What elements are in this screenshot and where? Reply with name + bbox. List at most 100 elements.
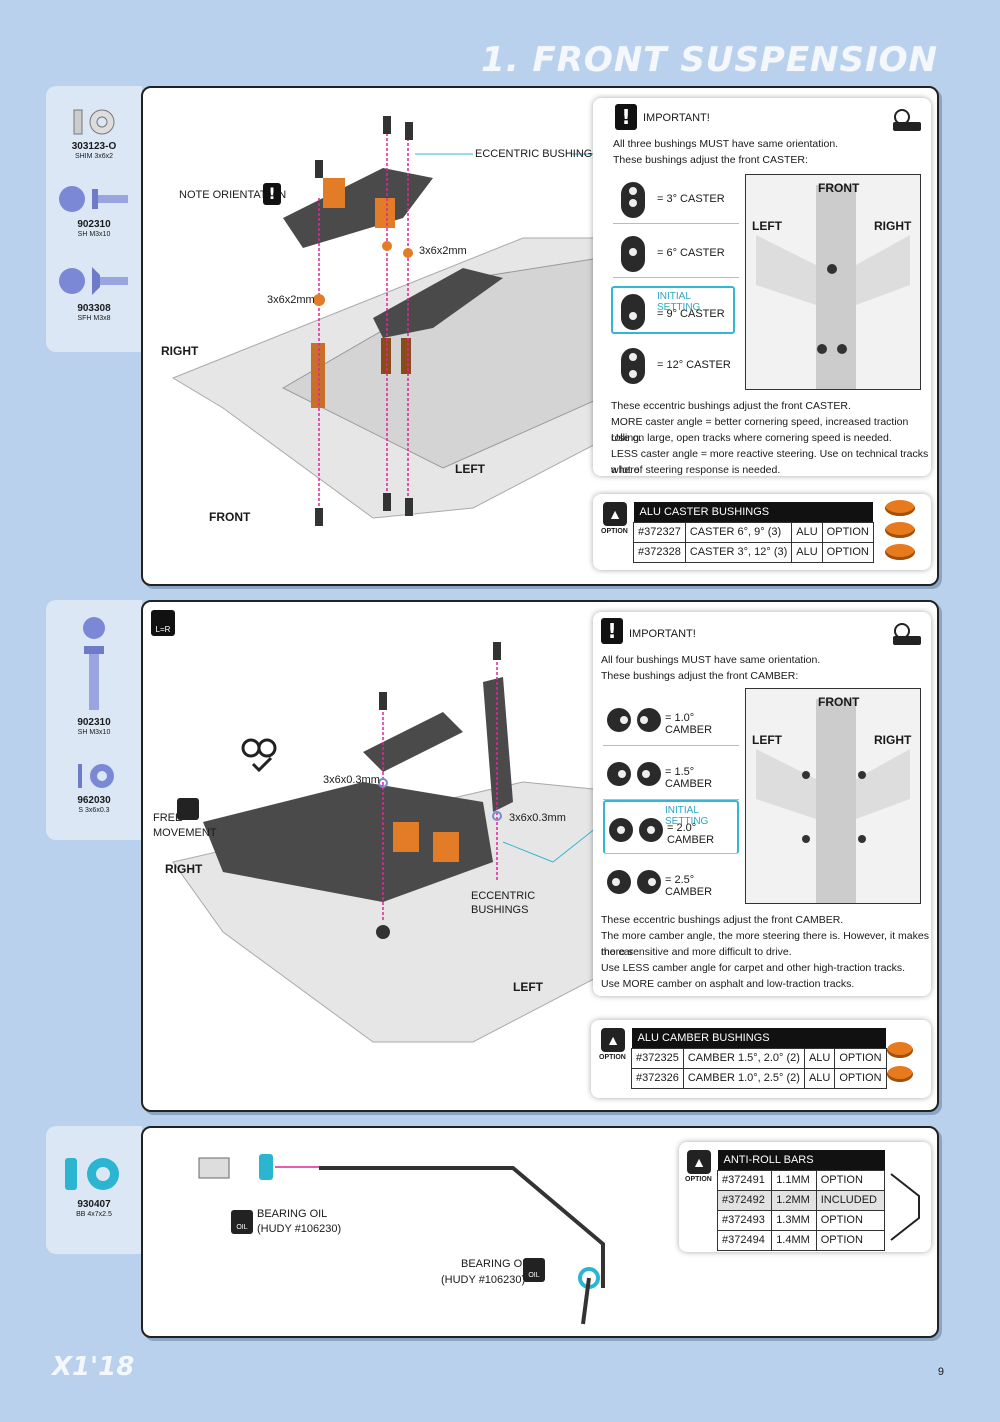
camber-value: = 1.5° CAMBER [665, 766, 713, 790]
caster-option-9deg-initial: INITIAL SETTING = 9° CASTER [611, 286, 735, 334]
cell: ALU [791, 521, 823, 543]
alu-bushing-image [887, 1042, 913, 1058]
camber-value: = 1.0° CAMBER [665, 712, 713, 736]
view-right-label: RIGHT [874, 219, 912, 233]
parts-panel-step1: 303123-O SHIM 3x6x2 902310 SH M3x10 9033… [46, 86, 142, 352]
bushing-icon [609, 818, 633, 842]
left-label: LEFT [513, 980, 543, 994]
brand-logo: X1'18 [52, 1352, 135, 1382]
eccentric-label: ECCENTRIC [471, 890, 536, 902]
view-front-label: FRONT [818, 695, 860, 709]
bushing-icon [607, 708, 631, 732]
bushing-icon [621, 348, 645, 384]
right-label: RIGHT [165, 862, 203, 876]
cell: #372492 [716, 1189, 773, 1211]
caster-value: = 12° CASTER [657, 359, 731, 371]
view-left-label: LEFT [752, 219, 782, 233]
important-line2: These bushings adjust the front CASTER: [613, 154, 808, 166]
cell: 1.4MM [771, 1229, 817, 1251]
important-line1: All four bushings MUST have same orienta… [601, 654, 821, 666]
part-desc: BB 4x7x2.5 [76, 1211, 112, 1218]
part-desc: SHIM 3x6x2 [74, 153, 114, 160]
camber-option-2-5: = 2.5° CAMBER [603, 854, 739, 908]
important-heading: IMPORTANT! [643, 112, 710, 124]
part-screw-sh: 902310 SH M3x10 [46, 184, 142, 238]
bushing-icon [637, 708, 661, 732]
shim-icon [73, 109, 115, 135]
part-number: 962030 [77, 795, 111, 806]
bushings-label: BUSHINGS [471, 904, 529, 916]
bushing-icon [621, 182, 645, 218]
cell: #372494 [716, 1229, 773, 1251]
alu-bushing-image [885, 500, 915, 516]
warning-icon: ! [615, 104, 637, 130]
camber-para: These eccentric bushings adjust the fron… [601, 914, 844, 926]
bushing-icon [607, 870, 631, 894]
detail-magnify-icon [893, 109, 921, 131]
left-equals-right-icon: L=R [151, 610, 175, 636]
page-number: 9 [937, 1366, 944, 1378]
step3-diagram [198, 1154, 605, 1325]
bearing-icon [65, 1158, 119, 1190]
cell: OPTION [815, 1209, 886, 1231]
antiroll-bar-sketch [890, 1173, 920, 1241]
bushing-icon [607, 762, 631, 786]
cell: 1.1MM [771, 1169, 817, 1191]
view-left-label: LEFT [752, 733, 782, 747]
part-desc: SH M3x10 [77, 231, 111, 238]
bushing-icon [621, 294, 645, 330]
caster-value: = 9° CASTER [657, 308, 725, 320]
camber-para: more sensitive and more difficult to dri… [601, 946, 792, 958]
important-line2: These bushings adjust the front CAMBER: [601, 670, 799, 682]
part-number: 903308 [77, 303, 111, 314]
warning-icon: ! [263, 183, 281, 205]
caster-para: These eccentric bushings adjust the fron… [611, 400, 851, 412]
part-shim: 962030 S 3x6x0.3 [46, 760, 142, 814]
cell: INCLUDED [815, 1189, 886, 1211]
screw-icon [83, 617, 105, 710]
table-header: ANTI-ROLL BARS [717, 1150, 885, 1170]
movement-label: MOVEMENT [153, 827, 217, 839]
countersunk-screw-icon [59, 267, 128, 295]
part-desc: SH M3x10 [77, 729, 111, 736]
thumbs-up-icon: ▲ [601, 1028, 625, 1052]
cell: 1.2MM [771, 1189, 817, 1211]
camber-para: The more camber angle, the more steering… [601, 930, 929, 958]
shim-label: 3x6x2mm [419, 245, 467, 257]
option-label: OPTION [601, 528, 628, 535]
thumbs-up-icon: ▲ [687, 1150, 711, 1174]
step3-box: BEARING OIL (HUDY #106230) OIL BEARING O… [141, 1126, 939, 1338]
caster-option-3deg: = 3° CASTER [613, 176, 739, 224]
camber-option-2-0-initial: INITIAL SETTING = 2.0° CAMBER [603, 800, 739, 854]
front-label: FRONT [209, 510, 251, 524]
caster-para: MORE caster angle = better cornering spe… [611, 416, 909, 444]
cell: #372325 [631, 1047, 684, 1069]
rotation-icon [177, 798, 199, 820]
oil-bottle-icon: OIL [231, 1210, 253, 1234]
bushing-icon [637, 762, 661, 786]
note-orientation-label: NOTE ORIENTATION [179, 189, 287, 201]
left-label: LEFT [455, 462, 485, 476]
cell: CASTER 3°, 12° (3) [684, 541, 793, 563]
bushing-icon [621, 236, 645, 272]
detail-magnify-icon [893, 623, 921, 645]
cell: OPTION [815, 1169, 886, 1191]
free-label: FREE [153, 812, 183, 824]
cell: 1.3MM [771, 1209, 817, 1231]
important-camber-box: ! IMPORTANT! All four bushings MUST have… [593, 612, 931, 996]
cell: OPTION [834, 1047, 887, 1069]
bushing-icon [637, 870, 661, 894]
step1-box: ECCENTRIC BUSHINGS NOTE ORIENTATION ! 3x… [141, 86, 939, 586]
view-right-label: RIGHT [874, 733, 912, 747]
caster-para: Use on large, open tracks where cornerin… [611, 432, 892, 444]
initial-setting-label: INITIAL SETTING [665, 805, 709, 827]
part-screw-sh: 902310 SH M3x10 [46, 616, 142, 736]
alu-bushing-image [885, 544, 915, 560]
screw-icon [59, 186, 128, 212]
